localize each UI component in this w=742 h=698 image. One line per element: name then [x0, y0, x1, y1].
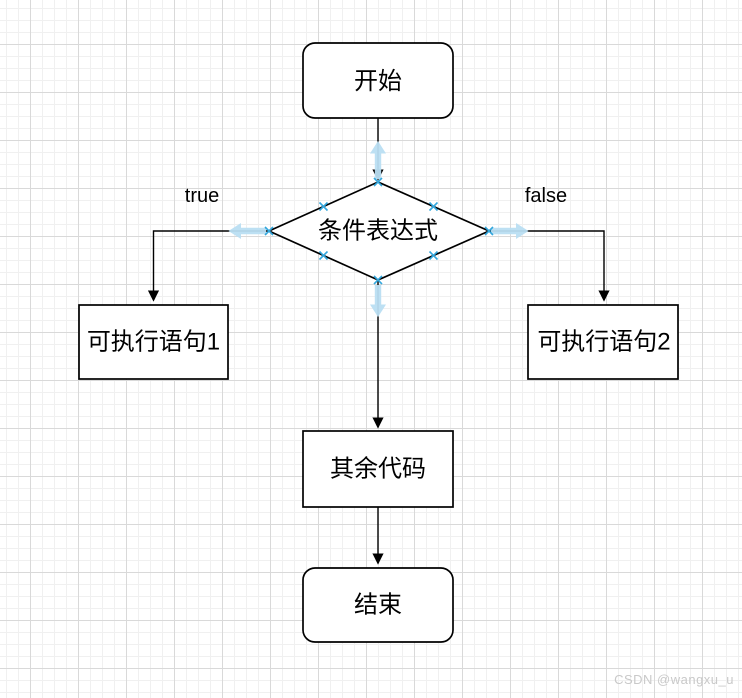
- direction-arrow-down-icon[interactable]: [370, 285, 386, 317]
- connection-point-icon[interactable]: [373, 275, 383, 285]
- rest-code-label: 其余代码: [330, 456, 426, 483]
- connection-point-icon[interactable]: [373, 177, 383, 187]
- connection-point-icon[interactable]: [484, 226, 494, 236]
- connection-point-icon[interactable]: [428, 250, 439, 261]
- node-statement1[interactable]: 可执行语句1: [78, 304, 229, 380]
- true-branch-label: true: [185, 185, 219, 207]
- connection-point-icon[interactable]: [318, 201, 329, 212]
- connection-point-icon[interactable]: [318, 250, 329, 261]
- condition-label: 条件表达式: [318, 218, 438, 245]
- watermark: CSDN @wangxu_u: [614, 672, 734, 687]
- false-branch-label: false: [525, 185, 567, 207]
- connector-true-branch[interactable]: [147, 230, 270, 302]
- end-shape: [302, 567, 454, 643]
- node-rest-code[interactable]: 其余代码: [302, 430, 454, 508]
- start-shape: [302, 42, 454, 119]
- node-start[interactable]: 开始: [302, 42, 454, 119]
- direction-arrow-left-icon[interactable]: [228, 223, 267, 239]
- statement2-label: 可执行语句2: [537, 329, 670, 356]
- end-label: 结束: [354, 592, 402, 619]
- start-label: 开始: [354, 68, 402, 95]
- direction-arrow-right-icon[interactable]: [491, 223, 529, 239]
- direction-arrow-up-icon[interactable]: [370, 141, 386, 179]
- connection-point-icon[interactable]: [428, 201, 439, 212]
- statement1-shape: [78, 304, 229, 380]
- node-condition[interactable]: 条件表达式: [266, 181, 492, 281]
- statement2-shape: [527, 304, 679, 380]
- connection-point-icon[interactable]: [264, 226, 274, 236]
- connector-false-branch[interactable]: [489, 230, 610, 302]
- node-end[interactable]: 结束: [302, 567, 454, 643]
- rest-code-shape: [302, 430, 454, 508]
- node-statement2[interactable]: 可执行语句2: [527, 304, 679, 380]
- statement1-label: 可执行语句1: [87, 329, 220, 356]
